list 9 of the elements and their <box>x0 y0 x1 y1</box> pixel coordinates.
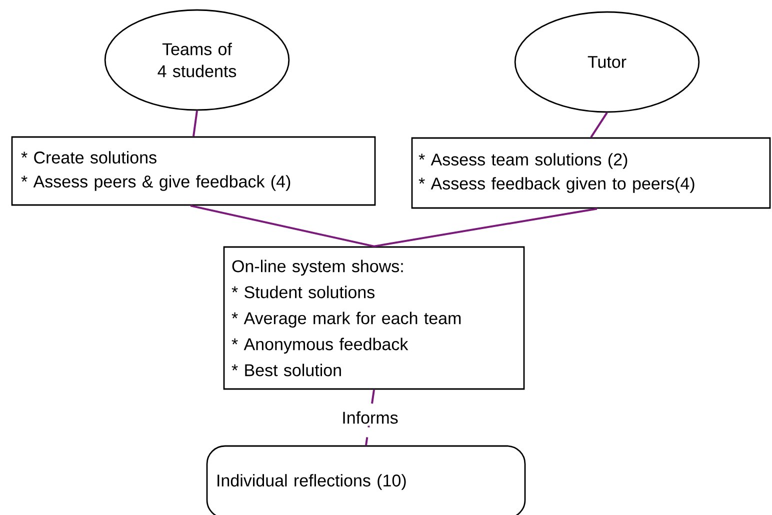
edge-label: Informs <box>343 411 398 424</box>
connector-line <box>590 112 608 138</box>
task-box: * Create solutions * Assess peers & give feedback (4) <box>11 136 376 206</box>
outcome-box: Individual reflections (10) <box>206 445 526 515</box>
connector-line <box>374 208 598 248</box>
system-box: On-line system shows: * Student solutions * Average mark for each team * Anonymous feedback * Best solution <box>223 246 525 390</box>
task-box: * Assess team solutions (2) * Assess feedback given to peers(4) <box>411 137 771 209</box>
connector-line <box>190 204 374 248</box>
connector-line <box>192 110 198 136</box>
